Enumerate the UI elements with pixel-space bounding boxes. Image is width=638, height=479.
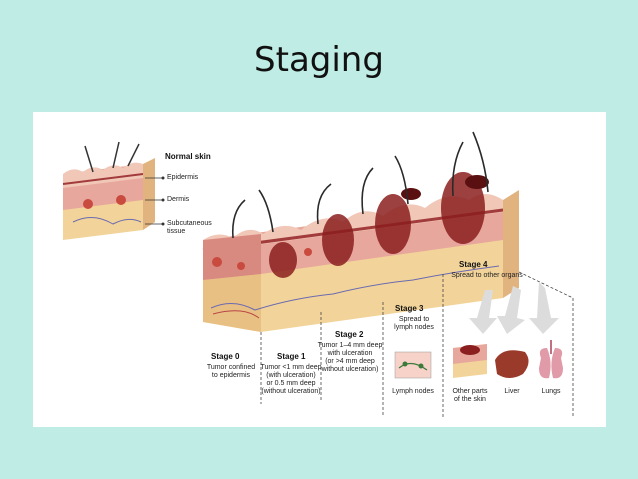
other-skin-label: Other parts of the skin bbox=[452, 388, 488, 403]
normal-skin-title: Normal skin bbox=[165, 152, 211, 161]
skin-slab bbox=[202, 131, 519, 332]
slide-title: Staging bbox=[254, 40, 384, 80]
skin-diagram-art bbox=[62, 131, 574, 417]
liver-illustration bbox=[495, 350, 529, 378]
staging-figure: Normal skin Epidermis Dermis Subcutaneou… bbox=[33, 112, 606, 427]
stage-3-desc: Spread to lymph nodes bbox=[394, 316, 434, 331]
stage-1-title: Stage 1 bbox=[277, 352, 306, 361]
stage-2-desc: Tumor 1–4 mm deep with ulceration (or >4… bbox=[317, 342, 383, 373]
stage-4-desc: Spread to other organs bbox=[451, 272, 523, 279]
stage-1-desc: Tumor <1 mm deep (with ulceration) or 0.… bbox=[260, 364, 322, 395]
label-epidermis: Epidermis bbox=[167, 174, 199, 181]
normal-skin-block bbox=[62, 141, 155, 240]
lungs-label: Lungs bbox=[541, 388, 561, 395]
lymph-node-illustration bbox=[394, 351, 432, 379]
liver-label: Liver bbox=[504, 388, 520, 395]
label-subcutaneous-tissue: Subcutaneous tissue bbox=[167, 220, 212, 235]
stage-2-title: Stage 2 bbox=[335, 330, 364, 339]
lungs-illustration bbox=[539, 340, 563, 379]
stage-0-desc: Tumor confined to epidermis bbox=[206, 364, 256, 379]
stage-4-title: Stage 4 bbox=[459, 260, 488, 269]
stage-0-title: Stage 0 bbox=[211, 352, 240, 361]
stage-3-title: Stage 3 bbox=[395, 304, 424, 313]
lymph-nodes-label: Lymph nodes bbox=[392, 388, 434, 395]
other-skin-illustration bbox=[453, 344, 487, 378]
label-dermis: Dermis bbox=[167, 196, 190, 203]
